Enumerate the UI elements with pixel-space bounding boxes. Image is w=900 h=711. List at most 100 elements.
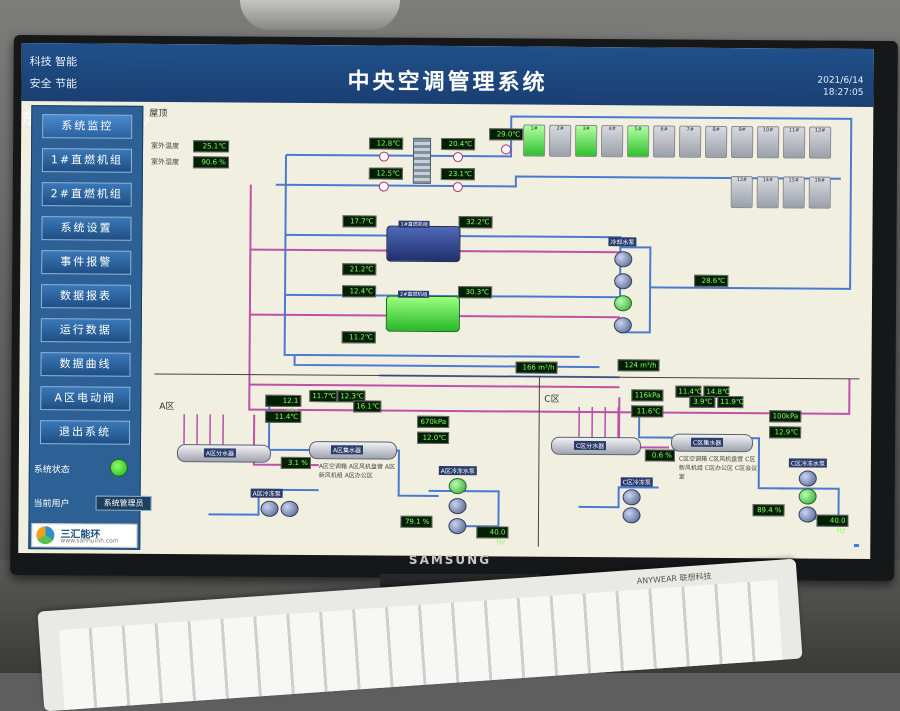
pump-icon[interactable] <box>614 317 632 333</box>
zone-vertical-divider <box>538 377 539 547</box>
sensor-icon <box>379 152 389 162</box>
chiller2-label: 2#直燃机组 <box>398 291 429 298</box>
cooling-tower-icon[interactable]: 1# <box>523 125 545 157</box>
cooling-tower-icon[interactable]: 15# <box>783 176 805 208</box>
pump-icon[interactable] <box>799 470 817 486</box>
c-branch-2: C区风机盘管 <box>709 456 743 463</box>
cooling-water-temp: 28.6℃ <box>694 275 728 287</box>
chiller1-label: 1#直燃机组 <box>399 221 430 228</box>
cooling-tower-icon[interactable]: 4# <box>601 125 623 157</box>
roof-outlet-temp-1: 20.4℃ <box>441 138 475 150</box>
cooling-tower-icon[interactable]: 12# <box>809 127 831 159</box>
cooling-pump-label: 冷却水泵 <box>608 237 636 246</box>
c-return-label: C区集水器 <box>691 438 723 447</box>
a-supply-label: A区分水器 <box>204 448 236 457</box>
a-branch-4: A区办公区 <box>345 472 373 479</box>
c-t4: 11.9℃ <box>717 396 743 408</box>
outdoor-humid-value: 90.6 % <box>193 156 229 168</box>
roof-inlet-temp-2: 12.5℃ <box>369 167 403 179</box>
roof-outlet-temp-2: 23.1℃ <box>441 168 475 180</box>
chiller1-inlet-temp: 17.7℃ <box>343 215 377 227</box>
cooling-tower-icon[interactable]: 8# <box>705 126 727 158</box>
cooling-tower-icon[interactable]: 3# <box>575 125 597 157</box>
c-branch-1: C区空调箱 <box>679 456 707 463</box>
a-kpa: 670kPa <box>417 416 449 428</box>
c-branch-4: C区办公区 <box>705 465 733 472</box>
flow-rate-2: 124 m³/h <box>618 359 660 371</box>
a-valve-pct: 79.1 % <box>400 516 432 528</box>
pump-icon[interactable] <box>614 251 632 267</box>
pump-icon[interactable] <box>623 489 641 505</box>
c-frequency: 40.0 Hz <box>816 515 848 527</box>
cooling-tower-icon[interactable]: 6# <box>653 125 675 157</box>
chiller2-inlet-temp: 12.4℃ <box>342 285 376 297</box>
cooling-tower-icon[interactable]: 14# <box>757 176 779 208</box>
c-temp2: 12.9℃ <box>769 426 801 438</box>
pump-icon[interactable] <box>622 507 640 523</box>
zone-divider-line <box>154 374 859 379</box>
a-temp: 11.4℃ <box>265 411 301 423</box>
pump-icon[interactable] <box>614 273 632 289</box>
cooling-tower-icon[interactable]: 11# <box>783 126 805 158</box>
chiller1-outlet-temp: 32.2℃ <box>459 216 493 228</box>
a-valve: 3.1 % <box>281 457 311 469</box>
pump-icon[interactable] <box>614 295 632 311</box>
cooling-tower-icon[interactable]: 7# <box>679 126 701 158</box>
flow-rate-1: 166 m³/h <box>515 361 557 373</box>
pump-icon[interactable] <box>260 501 278 517</box>
c-temp: 11.6℃ <box>631 405 663 417</box>
monitor-screen: 科技 智能 安全 节能 中央空调管理系统 2021/6/14 18:27:05 … <box>18 43 874 559</box>
pump-icon[interactable] <box>798 506 816 522</box>
a-return-label: A区集水器 <box>331 445 363 454</box>
sensor-icon <box>379 182 389 192</box>
area-c-label: C区 <box>544 392 559 405</box>
sensor-icon <box>453 182 463 192</box>
outdoor-humid-label: 室外湿度 <box>151 157 179 167</box>
cooling-tower-icon[interactable]: 9# <box>731 126 753 158</box>
chiller2-outlet-temp: 30.3℃ <box>458 286 492 298</box>
c-valve: 0.6 % <box>645 449 675 461</box>
cooling-tower-icon[interactable]: 16# <box>809 177 831 209</box>
pump-icon[interactable] <box>280 501 298 517</box>
chiller-1[interactable] <box>386 226 460 263</box>
a-branch-1: A区空调箱 <box>319 463 347 470</box>
c-t3: 3.9℃ <box>689 396 715 408</box>
pump-icon[interactable] <box>449 478 467 494</box>
chiller1-low-temp: 21.2℃ <box>342 263 376 275</box>
tower-temp: 29.0℃ <box>489 128 523 140</box>
a-frequency: 40.0 Hz <box>476 526 508 538</box>
c-branch-labels: C区空调箱 C区风机盘管 C区新风机组 C区办公区 C区会议室 <box>679 454 759 482</box>
cooling-tower-icon[interactable]: 10# <box>757 126 779 158</box>
sensor-icon <box>453 152 463 162</box>
a-pressure: 12.1 kPa <box>265 395 301 407</box>
c-pressure: 116kPa <box>631 389 663 401</box>
a-temp2: 12.0℃ <box>417 432 449 444</box>
c-pump-loop <box>579 487 659 508</box>
a-left-pump-label: A区冷冻泵 <box>251 489 283 498</box>
pump-icon[interactable] <box>449 498 467 514</box>
pump-icon[interactable] <box>448 518 466 534</box>
c-kpa: 100kPa <box>769 410 801 422</box>
cooling-tower-icon[interactable]: 13# <box>731 176 753 208</box>
power-led-icon <box>854 544 859 547</box>
chiller2-low-temp: 11.2℃ <box>342 331 376 343</box>
cooling-tower-icon[interactable]: 2# <box>549 125 571 157</box>
a-pump-label: A区冷冻水泵 <box>439 466 477 475</box>
c-valve-pct: 89.4 % <box>753 504 785 516</box>
c-supply-label: C区分水器 <box>574 441 606 450</box>
plate-heat-exchanger <box>413 138 431 184</box>
cooling-tower-icon[interactable]: 5# <box>627 125 649 157</box>
a-t1: 11.7℃ <box>309 390 337 402</box>
roof-label: 屋顶 <box>149 106 167 119</box>
ceiling-light <box>240 0 400 30</box>
a-branch-labels: A区空调箱 A区风机盘管 A区新风机组 A区办公区 <box>319 461 399 480</box>
chiller-2[interactable] <box>386 296 460 333</box>
roof-inlet-temp-1: 12.8℃ <box>369 137 403 149</box>
sensor-icon <box>501 144 511 154</box>
c-pump-label: C区冷冻水泵 <box>789 458 827 467</box>
a-branch-2: A区风机盘管 <box>349 463 383 470</box>
pump-icon[interactable] <box>799 488 817 504</box>
outdoor-temp-label: 室外温度 <box>151 141 179 151</box>
area-a-label: A区 <box>159 399 174 412</box>
outdoor-temp-value: 25.1℃ <box>193 140 229 152</box>
